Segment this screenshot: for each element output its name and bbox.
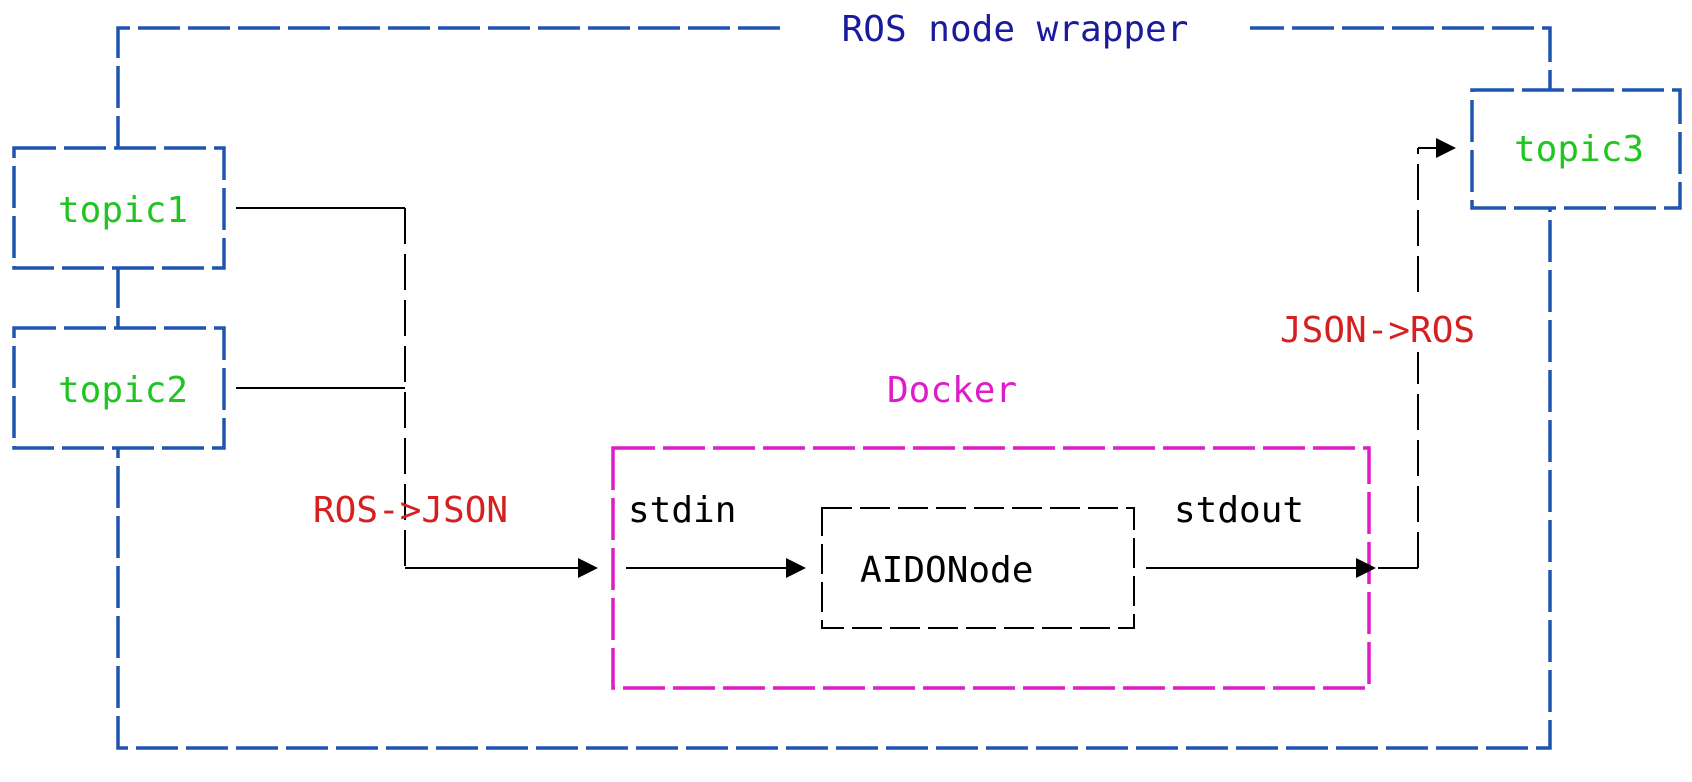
to-docker-arrowhead	[578, 558, 598, 578]
topic1-label: topic1	[58, 190, 188, 231]
topic2-box	[12, 326, 226, 450]
stdin-arrowhead	[786, 558, 806, 578]
aidonode-box	[821, 507, 1135, 629]
topic2-label: topic2	[58, 370, 188, 411]
stdout-label: stdout	[1174, 490, 1304, 531]
docker-label: Docker	[887, 370, 1017, 411]
stdin-label: stdin	[628, 490, 736, 531]
ros-to-json-label: ROS->JSON	[313, 490, 508, 531]
json-to-ros-label: JSON->ROS	[1280, 310, 1475, 351]
topic3-label: topic3	[1514, 129, 1644, 170]
stdout-arrowhead	[1356, 558, 1376, 578]
json-to-ros-label-bg	[1276, 302, 1514, 352]
to-topic3-arrowhead	[1436, 138, 1456, 158]
wrapper-frame	[116, 26, 1552, 750]
aidonode-label: AIDONode	[860, 550, 1033, 591]
topic1-box	[12, 146, 226, 270]
topic3-box	[1470, 88, 1682, 210]
wrapper-title: ROS node wrapper	[842, 9, 1189, 50]
